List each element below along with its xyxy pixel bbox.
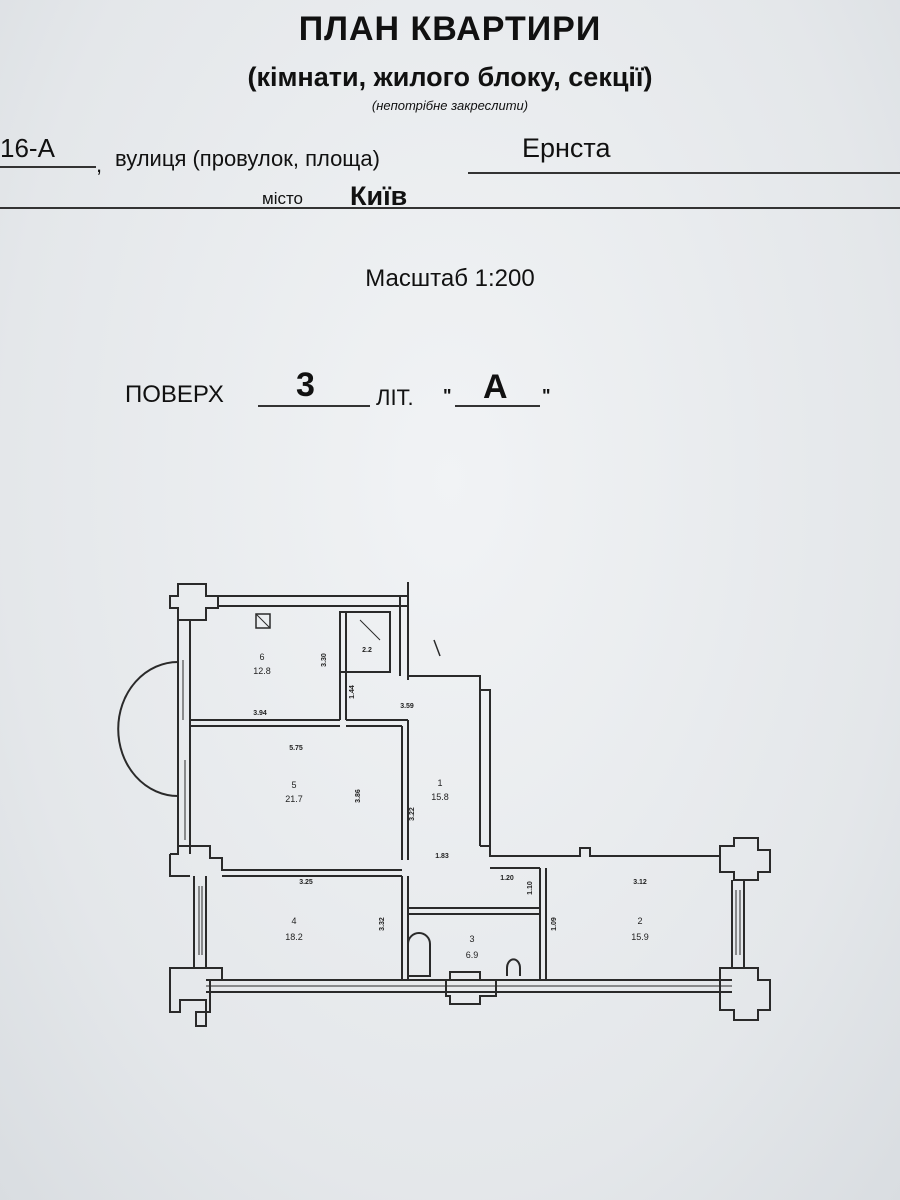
dim-3-30: 3.30 xyxy=(321,653,328,667)
dim-3-59: 3.59 xyxy=(400,703,414,710)
lit-quote-open: " xyxy=(443,386,452,406)
dim-1-09: 1.09 xyxy=(551,917,558,931)
lit-label: ЛІТ. xyxy=(376,385,414,410)
lit-quote-close: " xyxy=(542,386,551,406)
room-6-id: 6 xyxy=(259,652,264,662)
room-5-id: 5 xyxy=(291,780,296,790)
dim-3-25: 3.25 xyxy=(299,879,313,886)
column-bottom-right xyxy=(719,967,771,1021)
dim-2-2: 2.2 xyxy=(362,647,372,654)
dim-3-12: 3.12 xyxy=(633,879,647,886)
document-subtitle: (кімнати, жилого блоку, секції) xyxy=(247,62,653,92)
lit-underline xyxy=(455,405,540,407)
dim-1-44: 1.44 xyxy=(349,685,356,699)
room-3-area: 6.9 xyxy=(466,950,479,960)
dim-1-20: 1.20 xyxy=(500,875,514,882)
floor-label: ПОВЕРХ xyxy=(125,381,224,408)
dim-3-86: 3.86 xyxy=(355,789,362,803)
dim-5-75: 5.75 xyxy=(289,745,303,752)
floor-value: 3 xyxy=(296,366,315,404)
house-comma: , xyxy=(96,152,103,177)
scale-label: Масштаб 1:200 xyxy=(365,265,535,292)
room-2-id: 2 xyxy=(637,916,642,926)
balcony-arc xyxy=(117,661,179,797)
room-2-area: 15.9 xyxy=(631,932,649,942)
lit-value: А xyxy=(483,368,508,406)
room-3-id: 3 xyxy=(469,934,474,944)
city-value: Київ xyxy=(350,181,408,211)
dim-3-94: 3.94 xyxy=(253,710,267,717)
bathtub-icon xyxy=(407,932,431,977)
room-5-area: 21.7 xyxy=(285,794,303,804)
dim-1-83: 1.83 xyxy=(435,853,449,860)
house-number: 16-А xyxy=(0,133,55,163)
room-1-id: 1 xyxy=(437,778,442,788)
toilet-icon xyxy=(506,958,521,976)
room-4-id: 4 xyxy=(291,916,296,926)
room-1-area: 15.8 xyxy=(431,792,449,802)
city-underline xyxy=(0,207,900,209)
column-bottom-left xyxy=(169,967,223,1027)
room-4-area: 18.2 xyxy=(285,932,303,942)
street-label: вулиця (провулок, площа) xyxy=(115,146,380,171)
floor-underline xyxy=(258,405,370,407)
dim-1-10: 1.10 xyxy=(527,881,534,895)
city-label: місто xyxy=(262,189,304,208)
column-right-top xyxy=(719,837,771,881)
room-6-area: 12.8 xyxy=(253,666,271,676)
document-title: ПЛАН КВАРТИРИ xyxy=(298,10,602,48)
column-top-left xyxy=(169,583,219,621)
street-underline xyxy=(468,172,900,174)
dim-3-32: 3.32 xyxy=(379,917,386,931)
column-bottom-middle xyxy=(445,971,497,1005)
dim-3-22: 3.22 xyxy=(409,807,416,821)
document-note: (непотрібне закреслити) xyxy=(371,98,529,113)
house-underline xyxy=(0,166,96,168)
street-value: Ернста xyxy=(522,133,611,163)
